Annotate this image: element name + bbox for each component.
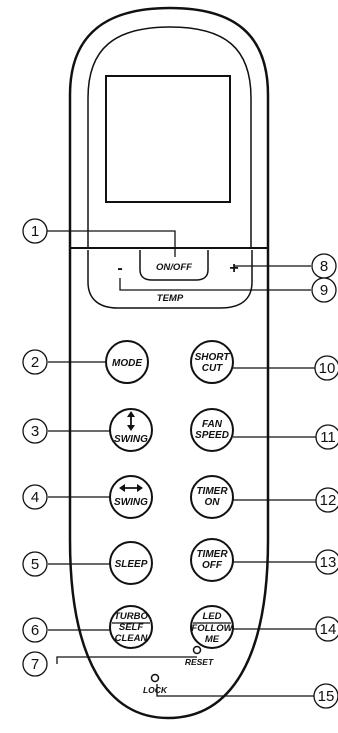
follow-label: FOLLOW [191, 623, 233, 634]
callout-1: 1 [22, 218, 48, 244]
svg-text:14: 14 [320, 621, 337, 638]
mode-button[interactable]: MODE [105, 340, 149, 384]
lock-label: LOCK [143, 685, 168, 695]
svg-text:11: 11 [320, 429, 336, 446]
timer-off-label-2: OFF [202, 560, 223, 571]
fan-speed-button[interactable]: FAN SPEED [190, 408, 234, 452]
swing-vertical-button[interactable]: SWING [109, 408, 153, 452]
fan-speed-label-1: FAN [202, 419, 223, 430]
timer-on-button[interactable]: TIMER ON [190, 475, 234, 519]
self-label: SELF [119, 622, 143, 633]
callout-10: 10 [314, 355, 338, 381]
vertical-arrow-icon [127, 411, 135, 431]
turbo-self-clean-button[interactable]: TURBO SELF CLEAN [109, 605, 153, 649]
svg-text:8: 8 [320, 258, 328, 275]
temp-minus-button[interactable]: - [117, 260, 122, 277]
callout-8: 8 [311, 253, 337, 279]
temp-plus-button[interactable]: + [229, 260, 238, 277]
svg-text:5: 5 [31, 556, 39, 573]
me-label: ME [205, 634, 220, 645]
swing-horizontal-button[interactable]: SWING [109, 475, 153, 519]
led-label: LED [203, 611, 222, 622]
short-cut-button[interactable]: SHORT CUT [190, 340, 234, 384]
turbo-label: TURBO [114, 611, 148, 622]
callout-6: 6 [22, 617, 48, 643]
svg-text:6: 6 [31, 622, 39, 639]
remote-top-shell [68, 6, 270, 248]
fan-speed-label-2: SPEED [195, 430, 229, 441]
callout-14: 14 [315, 616, 338, 642]
svg-text:12: 12 [320, 492, 337, 509]
svg-text:3: 3 [31, 423, 39, 440]
callout-2: 2 [22, 349, 48, 375]
callout-15: 15 [313, 683, 338, 709]
reset-button[interactable] [192, 645, 202, 655]
callout-12: 12 [315, 487, 338, 513]
swing-horizontal-label: SWING [114, 497, 148, 508]
led-follow-me-button[interactable]: LED FOLLOW ME [190, 605, 234, 649]
callout-leaders [47, 230, 316, 697]
timer-on-label-1: TIMER [196, 486, 228, 497]
callout-4: 4 [22, 484, 48, 510]
svg-text:1: 1 [31, 223, 39, 240]
clean-label: CLEAN [115, 633, 149, 644]
remote-top-inner-shell [87, 26, 252, 248]
short-cut-label-1: SHORT [195, 352, 231, 363]
svg-text:13: 13 [320, 554, 337, 571]
callout-9: 9 [311, 277, 337, 303]
reset-label: RESET [185, 657, 214, 667]
svg-text:4: 4 [31, 489, 39, 506]
svg-text:2: 2 [31, 354, 39, 371]
callout-13: 13 [315, 549, 338, 575]
svg-text:15: 15 [318, 688, 335, 705]
on-off-label: ON/OFF [156, 262, 192, 273]
callout-11: 11 [315, 424, 338, 450]
temp-control-panel [87, 250, 253, 309]
svg-text:10: 10 [319, 360, 336, 377]
lock-button[interactable] [150, 673, 160, 683]
remote-lower-body [68, 248, 270, 720]
temp-label: TEMP [157, 293, 184, 304]
timer-off-label-1: TIMER [196, 549, 228, 560]
on-off-button[interactable] [139, 250, 209, 281]
svg-text:9: 9 [320, 282, 328, 299]
mode-label: MODE [112, 358, 142, 369]
short-cut-label-2: CUT [202, 363, 223, 374]
horizontal-arrow-icon [119, 484, 143, 492]
lcd-screen [105, 75, 231, 203]
svg-text:7: 7 [31, 656, 39, 673]
callout-5: 5 [22, 551, 48, 577]
timer-on-label-2: ON [205, 497, 221, 508]
timer-off-button[interactable]: TIMER OFF [190, 538, 234, 582]
callout-7: 7 [22, 651, 48, 677]
sleep-button[interactable]: SLEEP [109, 541, 153, 585]
swing-vertical-label: SWING [114, 434, 148, 445]
callout-3: 3 [22, 418, 48, 444]
sleep-label: SLEEP [115, 559, 148, 570]
